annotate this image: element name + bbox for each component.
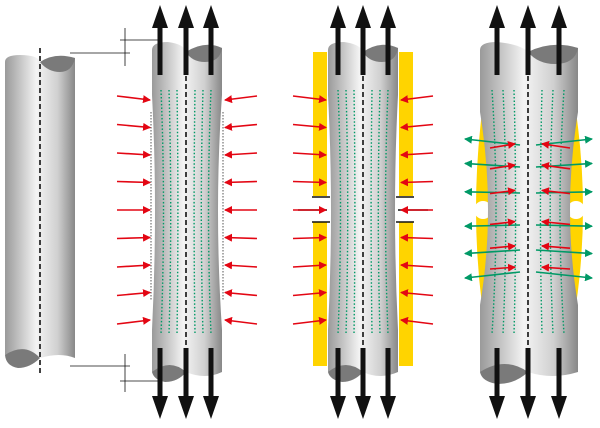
down-arrowhead-icon [355, 396, 371, 419]
pressure-arrow-left [292, 316, 327, 325]
pressure-arrow-right [400, 316, 434, 325]
support-block-right-top [399, 52, 413, 196]
pressure-and-outward-arrows [464, 135, 593, 282]
tension-with-lateral-pressure [116, 5, 258, 419]
pressure-arrow-right [224, 233, 258, 242]
up-arrowhead-icon [355, 5, 371, 28]
tension-arrows [152, 5, 219, 419]
pressure-arrow-right [400, 233, 434, 242]
up-arrowhead-icon [520, 5, 536, 28]
pressure-arrow-right [400, 150, 434, 159]
pressure-arrow-right [400, 261, 434, 270]
pressure-arrow-right [541, 263, 571, 272]
pressure-arrow-left [489, 263, 516, 272]
pressure-arrow-right [400, 178, 434, 187]
pressure-arrow-left [116, 95, 151, 104]
elongation-dimension-lines [70, 28, 160, 392]
pressure-arrow-left [489, 218, 516, 227]
pressure-arrow-right [224, 122, 258, 131]
down-arrowhead-icon [380, 396, 396, 419]
pressure-arrow-right [541, 218, 571, 227]
tension-with-yellow-bulge [464, 5, 593, 419]
pressure-arrow-right [541, 162, 571, 170]
pressure-arrow-right [224, 261, 258, 270]
pressure-arrow-left [489, 141, 516, 149]
pressure-arrow-right [224, 150, 258, 159]
pressure-arrow-right [224, 95, 258, 104]
pressure-arrow-right [224, 289, 258, 298]
down-arrowhead-icon [330, 396, 346, 419]
outward-arrow-right [535, 271, 593, 282]
pressure-arrow-right [400, 122, 434, 131]
down-arrowhead-icon [520, 396, 536, 419]
pressure-arrow-left [116, 261, 151, 270]
pressure-arrow-right [400, 289, 434, 298]
tension-with-yellow-supports [292, 5, 434, 419]
up-arrowhead-icon [551, 5, 567, 28]
pressure-arrow-left [292, 122, 327, 131]
up-arrowhead-icon [330, 5, 346, 28]
pressure-arrow-left [489, 242, 516, 251]
down-arrowhead-icon [551, 396, 567, 419]
pressure-arrow-left [116, 178, 151, 187]
tension-arrows [489, 5, 567, 419]
up-arrowhead-icon [178, 5, 194, 28]
pressure-arrow-right [541, 187, 571, 196]
pressure-arrow-right [224, 316, 258, 325]
up-arrowhead-icon [203, 5, 219, 28]
down-arrowhead-icon [178, 396, 194, 419]
down-arrowhead-icon [203, 396, 219, 419]
top-cut-face [40, 55, 75, 72]
pressure-arrow-left [292, 95, 327, 104]
pressure-arrows [292, 95, 434, 325]
bottom-cut-face [5, 349, 40, 368]
pressure-arrow-left [116, 150, 151, 159]
pressure-arrow-left [292, 178, 327, 187]
outward-arrow-left [464, 249, 521, 258]
pressure-arrow-left [116, 233, 151, 242]
outward-arrow-right [535, 249, 593, 258]
up-arrowhead-icon [152, 5, 168, 28]
pressure-arrow-right [541, 242, 571, 251]
pressure-arrows [116, 95, 258, 325]
pressure-arrow-right [400, 95, 434, 104]
pressure-arrow-left [292, 150, 327, 159]
support-block-left-top [313, 52, 327, 196]
original-specimen [5, 28, 160, 392]
up-arrowhead-icon [380, 5, 396, 28]
pressure-arrow-left [116, 316, 151, 325]
pressure-arrow-left [489, 187, 516, 196]
down-arrowhead-icon [152, 396, 168, 419]
pressure-arrow-right [224, 178, 258, 187]
outward-arrow-left [464, 271, 521, 282]
tension-arrows [330, 5, 396, 419]
pressure-arrow-left [292, 289, 327, 298]
pressure-arrow-right [541, 140, 571, 149]
pressure-arrow-left [116, 122, 151, 131]
up-arrowhead-icon [489, 5, 505, 28]
pressure-arrow-left [489, 162, 516, 171]
pressure-arrow-left [292, 233, 327, 242]
down-arrowhead-icon [489, 396, 505, 419]
pressure-arrow-left [292, 261, 327, 270]
pressure-arrow-left [116, 289, 151, 298]
